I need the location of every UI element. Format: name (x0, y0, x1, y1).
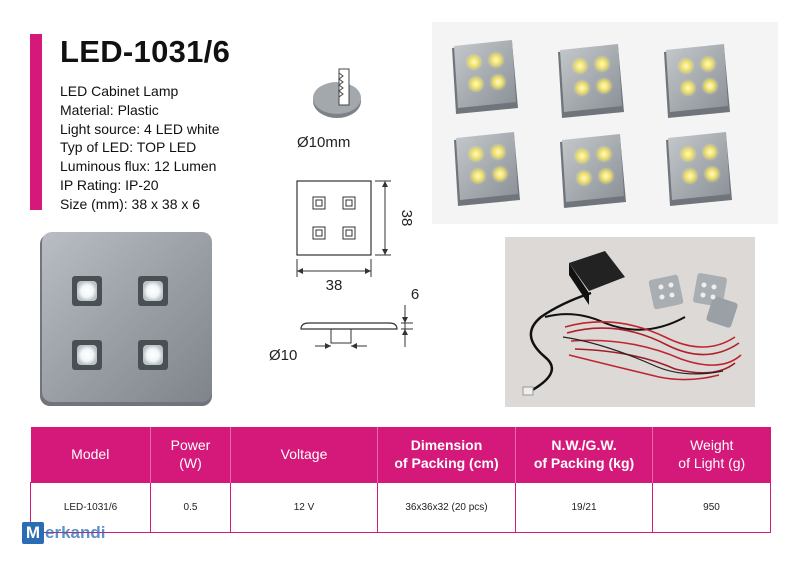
lamp-tile (454, 132, 520, 206)
cell-model: LED-1031/6 (30, 481, 151, 533)
height-dimension-label: 38 (398, 210, 415, 227)
base-diameter-label: Ø10 (269, 347, 297, 364)
cell-weight-light: 950 (652, 481, 771, 533)
top-view-outline (296, 180, 391, 277)
thickness-dimension-label: 6 (411, 286, 419, 303)
header-voltage: Voltage (230, 427, 378, 482)
title-accent-bar (30, 34, 42, 210)
small-lamps (648, 273, 738, 328)
hole-diameter-label: Ø10mm (297, 134, 350, 151)
lamp-tile (560, 134, 626, 208)
hole-saw-illustration (313, 68, 361, 118)
led-cluster (72, 276, 168, 370)
merkandi-logo-text: erkandi (45, 523, 106, 542)
header-model: Model (30, 427, 151, 482)
cable-set-photo (505, 237, 755, 407)
spec-item: Size (mm): 38 x 38 x 6 (60, 195, 201, 212)
spec-item: LED Cabinet Lamp (60, 83, 179, 99)
lamp-tile (664, 44, 730, 118)
lamp-tile (558, 44, 624, 118)
side-view-outline (300, 305, 413, 349)
cell-voltage: 12 V (230, 481, 378, 533)
cell-weight-packing: 19/21 (515, 481, 653, 533)
lamp-tile (452, 40, 518, 114)
lamps-photo (432, 22, 778, 224)
spec-item: Luminous flux: 12 Lumen (60, 158, 217, 175)
header-weight-packing: N.W./G.W.of Packing (kg) (515, 427, 653, 482)
merkandi-watermark: M erkandi (22, 520, 105, 546)
technical-drawing: Ø10mm 38 38 6 Ø10 (269, 68, 419, 364)
table-row: LED-1031/6 0.5 12 V 36x36x32 (20 pcs) 19… (30, 481, 771, 533)
merkandi-logo-icon: M (22, 522, 44, 544)
cell-power: 0.5 (150, 481, 231, 533)
red-black-wires (562, 321, 742, 381)
spec-list: LED Cabinet Lamp Material: Plastic Light… (60, 82, 220, 214)
spec-item: IP Rating: IP-20 (60, 176, 159, 193)
spec-item: Typ of LED: TOP LED (60, 139, 197, 156)
lamp-tile (666, 132, 732, 206)
width-dimension-label: 38 (326, 277, 343, 294)
spec-item: Light source: 4 LED white (60, 120, 220, 137)
header-power: Power(W) (150, 427, 231, 482)
cell-dimension: 36x36x32 (20 pcs) (377, 481, 516, 533)
product-title: LED-1031/6 (60, 34, 231, 69)
lamp-product-image (40, 232, 212, 406)
spec-item: Material: Plastic (60, 101, 159, 118)
